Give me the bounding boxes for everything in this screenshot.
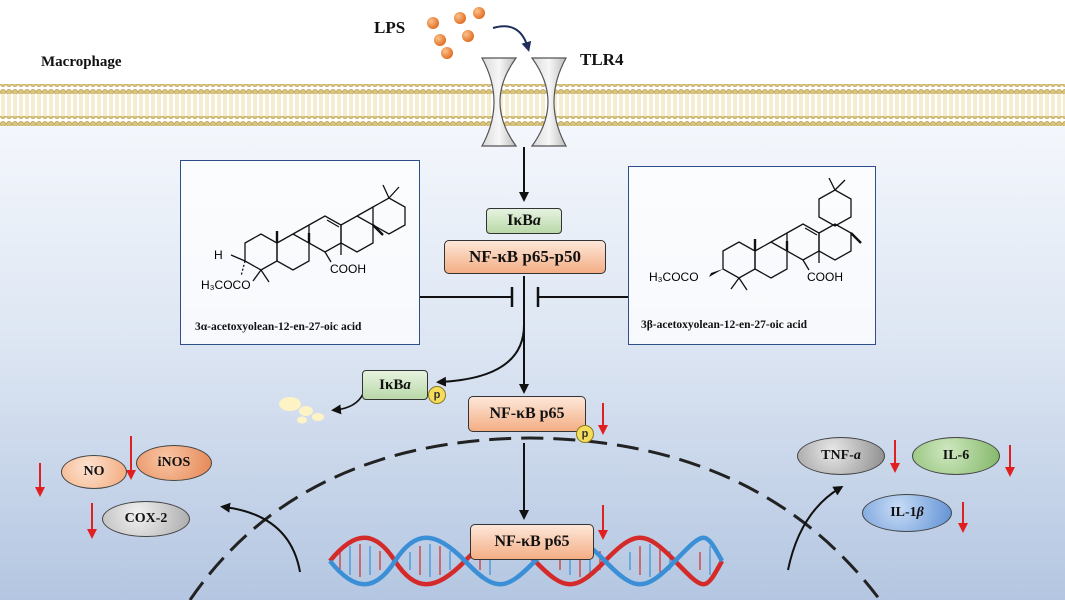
cell-membrane	[0, 84, 1065, 126]
lps-binding-arrow	[492, 25, 532, 52]
downregulation-arrows	[35, 403, 1015, 540]
nfkb-phosphate-badge: p	[576, 425, 594, 443]
lps-label: LPS	[374, 18, 406, 37]
arrow-to-mediators	[220, 502, 301, 573]
arrow-to-ikba-phospho	[436, 324, 525, 387]
degradation-arrow	[331, 393, 364, 415]
tnf-label: TNF-	[821, 448, 854, 463]
tnf-cytokine: TNF-a	[797, 437, 885, 475]
h-atom-label: H	[214, 248, 223, 262]
nfkb-p65-p50-box: NF-κB p65-p50	[444, 240, 606, 274]
ikba-phosphate-badge: p	[428, 386, 446, 404]
cooh-label-right: COOH	[807, 270, 843, 284]
il6-cytokine: IL-6	[912, 437, 1000, 475]
compound-panel-3alpha: H COOH H₃COCO 3α-acetoxyolean-12-en-27-o…	[180, 160, 420, 345]
il1b-suffix: β	[916, 505, 924, 520]
compound-structure-3beta: COOH H₃COCO	[649, 177, 862, 291]
tlr4-receptor-shape	[480, 57, 568, 147]
tnf-suffix: a	[853, 448, 861, 463]
compound-caption-3beta: 3β-acetoxyolean-12-en-27-oic acid	[641, 319, 808, 331]
ikba-phospho-suffix: a	[403, 376, 411, 393]
il1b-label: IL-1	[890, 505, 917, 520]
nuclear-envelope	[188, 436, 882, 600]
cooh-label-left: COOH	[330, 262, 366, 276]
compound-caption-3alpha: 3α-acetoxyolean-12-en-27-oic acid	[195, 321, 362, 333]
degraded-ikba-fragments	[279, 397, 324, 424]
nuclear-nfkb-p65-box: NF-κB p65	[470, 524, 594, 560]
cox2-mediator: COX-2	[102, 501, 190, 537]
inos-mediator: iNOS	[136, 445, 212, 481]
no-mediator: NO	[61, 455, 127, 489]
ikba-phospho-label: IκB	[379, 376, 404, 393]
arrow-to-cytokines	[787, 485, 844, 571]
compound-structure-3alpha: H COOH H₃COCO	[201, 184, 406, 292]
tlr4-label: TLR4	[580, 50, 624, 69]
dna-helix	[328, 535, 724, 587]
ikba-complex-suffix: a	[532, 212, 541, 229]
macrophage-label: Macrophage	[41, 54, 122, 70]
lps-molecules	[427, 7, 485, 59]
ikba-complex-label: IκB	[507, 212, 533, 229]
compound-panel-3beta: COOH H₃COCO 3β-acetoxyolean-12-en-27-oic…	[628, 166, 876, 345]
ester-label-left: H₃COCO	[201, 278, 251, 292]
nfkb-p65-box: NF-κB p65	[468, 396, 586, 432]
ester-label-right: H₃COCO	[649, 270, 699, 284]
